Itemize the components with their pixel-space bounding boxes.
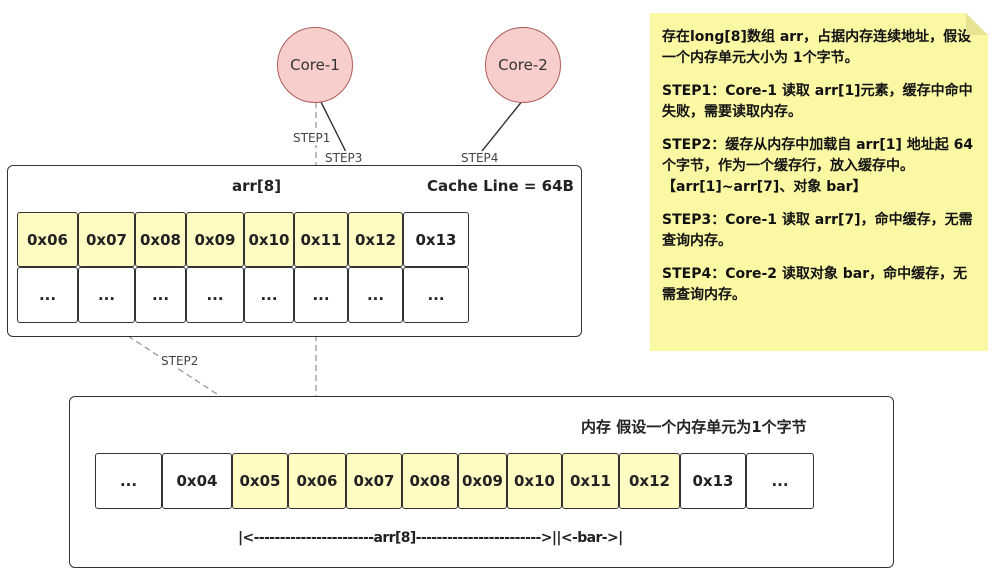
- cache-cell: ...: [403, 267, 469, 323]
- memory-cell: 0x08: [402, 453, 458, 509]
- memory-cell: 0x11: [562, 453, 619, 509]
- cache-cell: ...: [294, 267, 348, 323]
- cache-cell: 0x09: [186, 212, 244, 267]
- memory-cell: 0x10: [507, 453, 562, 509]
- memory-cell: ...: [746, 453, 814, 509]
- note-step1: STEP1：Core-1 读取 arr[1]元素，缓存中命中失败，需要读取内存。: [662, 83, 973, 120]
- memory-title: 内存 假设一个内存单元为1个字节: [581, 418, 807, 436]
- cache-cell: ...: [17, 267, 78, 323]
- core-1-node: Core-1: [277, 27, 353, 103]
- note-fold-corner: [966, 13, 988, 35]
- cache-cell: ...: [244, 267, 294, 323]
- cache-cell: 0x06: [17, 212, 78, 267]
- core-2-node: Core-2: [485, 27, 561, 103]
- note-intro: 存在long[8]数组 arr，占据内存连续地址，假设一个内存单元大小为 1个字…: [662, 29, 972, 66]
- cache-cell: 0x11: [294, 212, 348, 267]
- step1-label: STEP1: [291, 131, 333, 145]
- memory-cell: 0x07: [346, 453, 402, 509]
- cache-cell: 0x12: [348, 212, 403, 267]
- memory-cell: 0x05: [232, 453, 288, 509]
- cache-cell: ...: [186, 267, 244, 323]
- note-step3: STEP3：Core-1 读取 arr[7]，命中缓存，无需查询内存。: [662, 212, 973, 249]
- memory-range-label: |<-----------------------arr[8]---------…: [238, 530, 623, 546]
- memory-cell: 0x06: [288, 453, 346, 509]
- memory-cell: 0x09: [458, 453, 507, 509]
- memory-cell: ...: [95, 453, 162, 509]
- note-step2: STEP2：缓存从内存中加载自 arr[1] 地址起 64 个字节，作为一个缓存…: [662, 137, 974, 195]
- memory-cell: 0x12: [619, 453, 680, 509]
- step3-label: STEP3: [323, 151, 365, 165]
- cache-cell: ...: [135, 267, 186, 323]
- cache-cell: 0x08: [135, 212, 186, 267]
- step4-label: STEP4: [459, 151, 501, 165]
- note-step4: STEP4：Core-2 读取对象 bar，命中缓存，无需查询内存。: [662, 266, 968, 303]
- explanation-note: 存在long[8]数组 arr，占据内存连续地址，假设一个内存单元大小为 1个字…: [650, 13, 988, 351]
- memory-cell: 0x13: [680, 453, 746, 509]
- cache-cell: ...: [78, 267, 135, 323]
- step2-label: STEP2: [159, 354, 201, 368]
- cache-line-label: Cache Line = 64B: [427, 177, 574, 195]
- cache-cell: ...: [348, 267, 403, 323]
- cache-cell: 0x10: [244, 212, 294, 267]
- cache-cell: 0x07: [78, 212, 135, 267]
- memory-cell: 0x04: [162, 453, 232, 509]
- cache-cell: 0x13: [403, 212, 469, 267]
- cache-title: arr[8]: [232, 177, 282, 195]
